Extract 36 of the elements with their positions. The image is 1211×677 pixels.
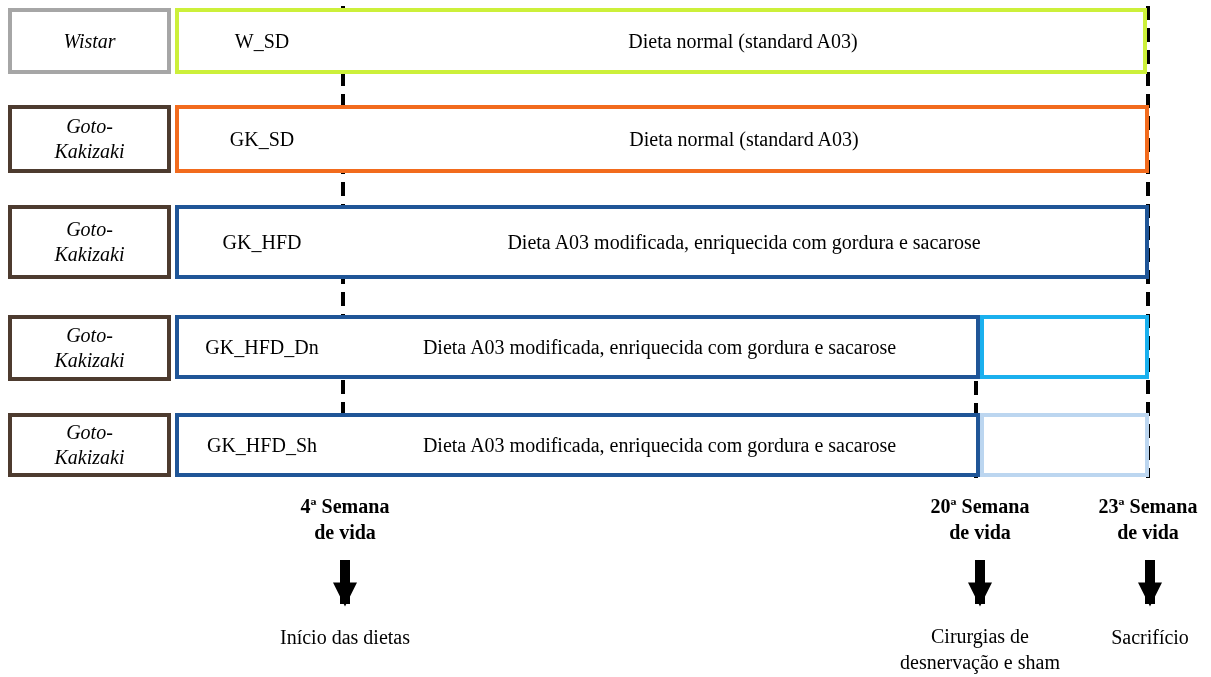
strain-label-box [8,205,171,279]
event-label: Início das dietas [280,625,410,650]
strain-name: Goto-Kakizaki [53,114,126,164]
diet-bar [175,205,1149,279]
event-label: Cirurgias de desnervação e sham [899,624,1061,675]
diet-description: Dieta A03 modificada, enriquecida com gordura e sacarose [507,230,981,254]
group-code: GK_SD [229,127,295,151]
down-arrow [968,560,992,607]
diet-bar [175,413,980,477]
down-arrow [1138,560,1162,607]
diet-bar [980,413,1149,477]
group-code: GK_HFD [222,230,302,254]
event-label: Sacrifício [1111,625,1189,650]
strain-name: Goto-Kakizaki [53,217,126,267]
diet-bar [175,105,1149,173]
strain-label-box [8,8,171,74]
strain-label-box [8,413,171,477]
group-code: GK_HFD_Sh [207,433,317,457]
down-arrow [333,560,357,607]
diet-bar [980,315,1149,379]
strain-name: Wistar [63,28,116,54]
timepoint-label: 23ª Semana de vida [1097,494,1199,545]
strain-name: Goto-Kakizaki [53,323,126,373]
diet-description: Dieta A03 modificada, enriquecida com gordura e sacarose [422,335,897,359]
diet-description: Dieta normal (standard A03) [629,127,859,151]
group-code: GK_HFD_Dn [205,335,319,359]
strain-label-box [8,315,171,381]
strain-label-box [8,105,171,173]
timepoint-label: 4ª Semana de vida [299,494,391,545]
diet-bar [175,315,980,379]
diet-description: Dieta normal (standard A03) [628,29,858,53]
strain-name: Goto-Kakizaki [53,420,126,470]
group-code: W_SD [234,29,290,53]
diet-bar [175,8,1147,74]
timepoint-label: 20ª Semana de vida [929,494,1031,545]
diet-description: Dieta A03 modificada, enriquecida com gordura e sacarose [422,433,897,457]
